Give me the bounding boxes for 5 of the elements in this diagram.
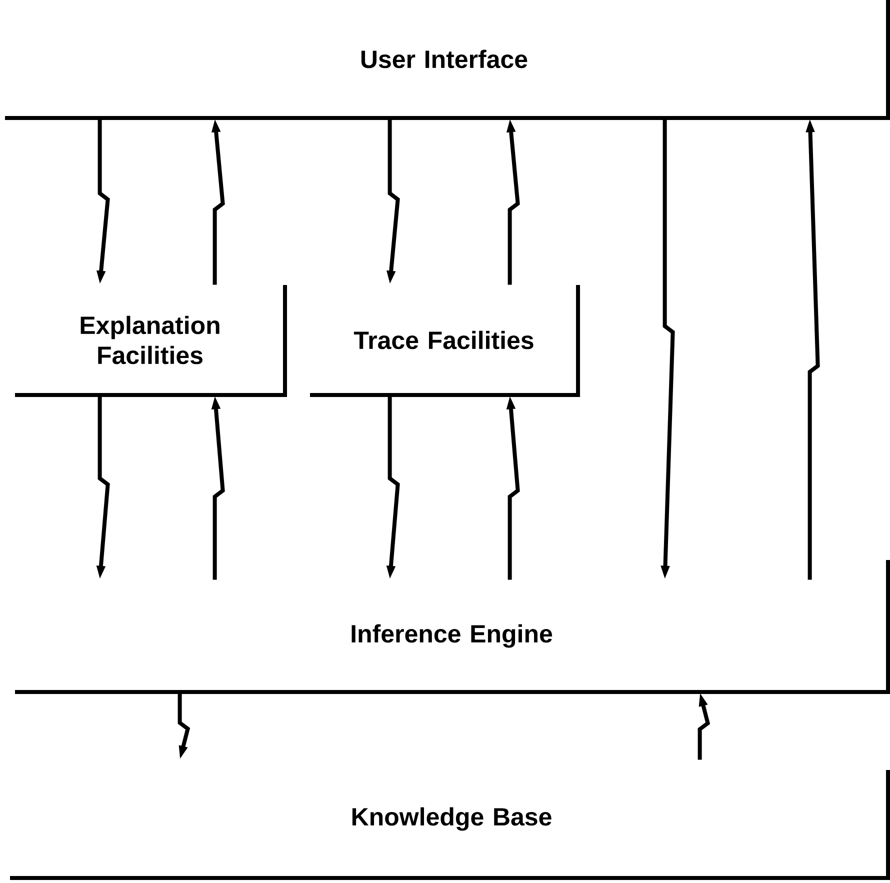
layer-box: Trace Facilities xyxy=(310,285,580,397)
layer-box: User Interface xyxy=(5,0,890,120)
layer-box: Knowledge Base xyxy=(10,770,890,880)
layer-box: Inference Engine xyxy=(15,560,890,694)
layer-box: Explanation Facilities xyxy=(15,285,287,397)
